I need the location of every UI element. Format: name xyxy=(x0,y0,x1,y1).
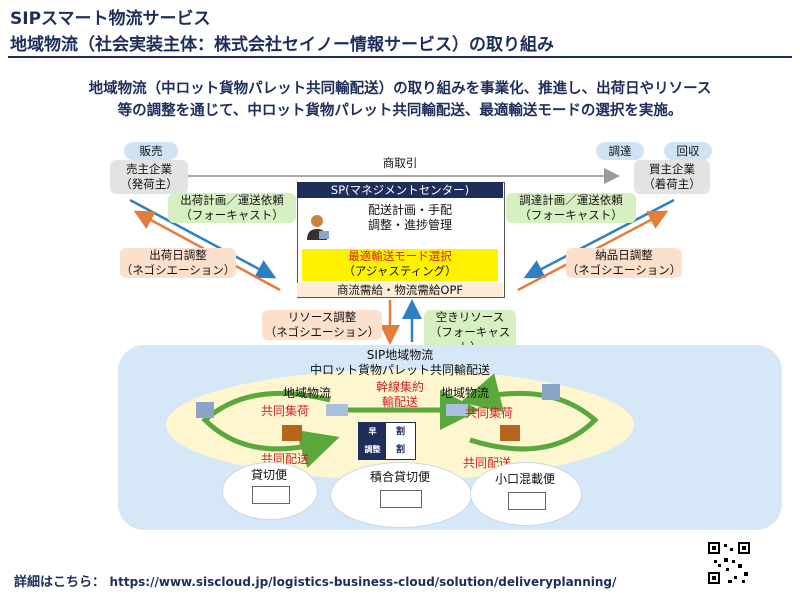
fare-board: 早 割 調整 割 xyxy=(358,422,416,460)
shared-charter-label: 積合貸切便 xyxy=(369,470,430,484)
footer-url[interactable]: https://www.siscloud.jp/logistics-busine… xyxy=(109,575,617,589)
fare-adjust-label: 調整 xyxy=(359,441,386,459)
right-plan-line1: 調達計画／運送依頼 xyxy=(519,193,623,207)
sp-header: SP(マネジメントセンター) xyxy=(297,182,503,198)
building-icon xyxy=(196,402,214,418)
warehouse-icon xyxy=(500,425,520,441)
seller-company-name: 売主企業 xyxy=(126,162,172,176)
fare-adjust-discount: 割 xyxy=(395,445,405,455)
truck-icon xyxy=(252,486,290,504)
resource-adjust-line1: リソース調整 xyxy=(287,310,357,324)
left-plan-label: 出荷計画／運送依頼 （フォーキャスト） xyxy=(168,193,296,223)
lead-line2: 等の調整を通じて、中ロット貨物パレット共同輸配送、最適輸送モードの選択を実施。 xyxy=(117,103,683,119)
left-plan-line1: 出荷計画／運送依頼 xyxy=(180,193,284,207)
region-title-line2: 中ロット貨物パレット共同輸配送 xyxy=(309,363,490,377)
trunk-line1: 幹線集約 xyxy=(375,380,424,394)
qr-code-icon xyxy=(706,540,752,586)
right-area-label: 地域物流 xyxy=(440,386,489,400)
fare-early-label: 早 xyxy=(359,423,386,441)
right-adjust-line2: （ネゴシエーション） xyxy=(566,263,682,277)
left-area-label: 地域物流 xyxy=(282,386,331,400)
truck-icon xyxy=(380,490,422,508)
right-loop xyxy=(460,373,599,452)
warehouse-icon xyxy=(282,425,302,441)
left-plan-line2: （フォーキャスト） xyxy=(180,208,284,222)
lead-text: 地域物流（中ロット貨物パレット共同輸配送）の取り組みを事業化、推進し、出荷日やリ… xyxy=(14,78,786,122)
fare-early-discount: 割 xyxy=(395,427,405,437)
trunk-label: 幹線集約 輸配送 xyxy=(350,380,450,410)
buyer-company-name: 買主企業 xyxy=(649,162,695,176)
hub-icon xyxy=(326,404,348,416)
building-icon xyxy=(542,384,560,400)
spare-resource-line1: 空きリソース xyxy=(435,310,505,324)
left-collect-label: 共同集荷 xyxy=(260,404,309,418)
footer-link-line: 詳細はこちら： https://www.siscloud.jp/logistic… xyxy=(14,571,616,590)
small-lot-label: 小口混載便 xyxy=(494,472,555,486)
footer-label: 詳細はこちら： xyxy=(14,575,106,590)
left-adjust-line1: 出荷日調整 xyxy=(149,248,207,262)
right-collect-label: 共同集荷 xyxy=(464,406,513,420)
procurement-pill: 調達 xyxy=(596,142,644,160)
title-divider xyxy=(8,56,792,58)
right-adjust-label: 納品日調整 （ネゴシエーション） xyxy=(566,248,682,278)
sp-duty-line2: 調整・進捗管理 xyxy=(367,218,452,232)
buyer-company-role: （着荷主） xyxy=(643,177,701,191)
sp-duty-line1: 配送計画・手配 xyxy=(367,203,452,217)
truck-icon xyxy=(508,492,546,510)
right-plan-line2: （フォーキャスト） xyxy=(519,208,623,222)
title-line2: 地域物流（社会実装主体：株式会社セイノー情報サービス）の取り組み xyxy=(10,35,554,55)
shared-charter-circle xyxy=(330,462,472,528)
sp-opf-label: 商流需給・物流需給OPF xyxy=(297,283,503,297)
mode-line2: （アジャスティング） xyxy=(343,264,457,278)
lead-line1: 地域物流（中ロット貨物パレット共同輸配送）の取り組みを事業化、推進し、出荷日やリ… xyxy=(88,81,712,97)
sp-duties: 配送計画・手配 調整・進捗管理 xyxy=(320,203,500,233)
charter-truck-label: 貸切便 xyxy=(250,468,287,482)
seller-company-role: （発荷主） xyxy=(120,177,178,191)
left-adjust-line2: （ネゴシエーション） xyxy=(120,263,236,277)
title-line1: SIPスマート物流サービス xyxy=(10,9,211,29)
left-adjust-label: 出荷日調整 （ネゴシエーション） xyxy=(120,248,236,278)
left-loop xyxy=(201,390,340,469)
sales-pill: 販売 xyxy=(124,142,178,160)
region-title-line1: SIP地域物流 xyxy=(366,348,434,362)
trade-label: 商取引 xyxy=(360,156,440,171)
buyer-company: 買主企業 （着荷主） xyxy=(634,160,710,194)
resource-adjust-line2: （ネゴシエーション） xyxy=(264,325,380,339)
trunk-line2: 輸配送 xyxy=(381,395,418,409)
region-title: SIP地域物流 中ロット貨物パレット共同輸配送 xyxy=(300,348,500,378)
seller-company: 売主企業 （発荷主） xyxy=(110,160,188,194)
right-adjust-line1: 納品日調整 xyxy=(595,248,653,262)
transport-mode-selection: 最適輸送モード選択 （アジャスティング） xyxy=(302,249,498,281)
mode-line1: 最適輸送モード選択 xyxy=(348,249,452,263)
hub-icon xyxy=(446,404,468,416)
operator-icon xyxy=(304,212,330,242)
resource-adjust-label: リソース調整 （ネゴシエーション） xyxy=(262,310,382,340)
collection-pill: 回収 xyxy=(664,142,712,160)
right-plan-label: 調達計画／運送依頼 （フォーキャスト） xyxy=(506,193,636,223)
